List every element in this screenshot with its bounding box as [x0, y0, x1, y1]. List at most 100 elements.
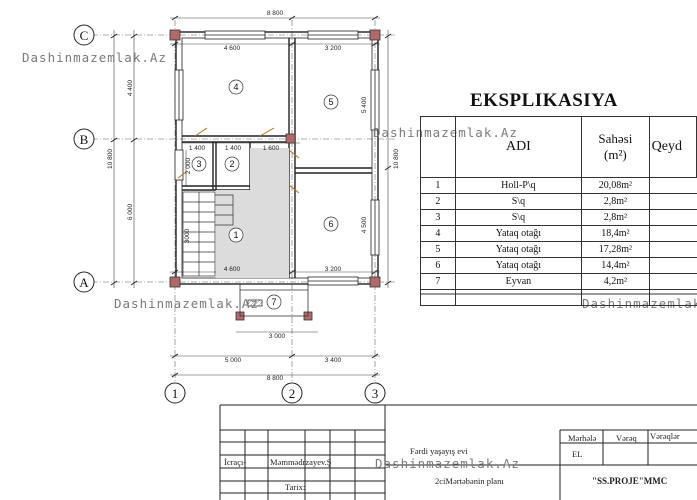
- expl-cell-empty: [648, 289, 697, 306]
- tb-executor-label: İcraçı-: [224, 457, 247, 467]
- doors: [177, 127, 300, 194]
- watermark-3: Dashinmazemlak.Az: [114, 296, 259, 311]
- windows: [174, 30, 380, 286]
- expl-cell-no: 2: [420, 193, 456, 210]
- staircase: [182, 191, 234, 277]
- tb-date-label: Tarix:: [285, 482, 306, 492]
- expl-cell-name: S\q: [454, 209, 583, 226]
- expl-header-name: ADI: [454, 116, 583, 178]
- room-tag-4: 4: [233, 82, 238, 92]
- dim-left-lower: 6 000: [127, 203, 134, 220]
- dim-bottom-left: 5 000: [225, 357, 242, 364]
- dim-left-total: 10 800: [107, 149, 114, 169]
- dim-mid-left: 4 600: [224, 266, 241, 273]
- explication-title: EKSPLIKASIYA: [470, 90, 618, 111]
- expl-header-area: Sahəsi (m²): [581, 116, 650, 178]
- dim-top-right: 3 200: [325, 45, 342, 52]
- expl-cell-empty: [581, 289, 650, 306]
- tb-project: Fərdi yaşayış evi: [410, 446, 468, 456]
- expl-header-no: [420, 116, 456, 178]
- expl-cell-area: 2,8m²: [581, 209, 650, 226]
- axis-label-a: A: [79, 275, 89, 290]
- dim-top-left: 4 600: [224, 45, 241, 52]
- dim-right-total: 10 800: [393, 149, 400, 169]
- watermark-5: Dashinmazemlak.Az: [375, 456, 520, 471]
- dim-bottom-total: 8 800: [267, 375, 284, 382]
- expl-cell-area: 2,8m²: [581, 193, 650, 210]
- tb-executor-name: Məmmədrzayev.Ş: [270, 457, 332, 467]
- tb-sheets-label: Vərəqlər: [650, 431, 680, 441]
- dim-small-vert: 2 000: [185, 157, 192, 174]
- dim-mid-right: 3 200: [325, 266, 342, 273]
- room-tag-2: 2: [229, 159, 234, 169]
- expl-cell-area: 14,4m²: [581, 257, 650, 274]
- expl-cell-name: Eyvan: [454, 273, 583, 290]
- axis-bubble-1: [164, 382, 186, 404]
- tb-company: "SS.PROJE"MMC: [592, 476, 668, 486]
- axis-label-c: C: [80, 28, 89, 43]
- expl-header-qty: Qeyd: [648, 116, 697, 178]
- dim-small-mid: 1 400: [225, 145, 242, 152]
- dim-right-upper: 5 400: [361, 96, 368, 113]
- dimension-ticks: [110, 15, 392, 378]
- expl-cell-name: Yataq otağı: [454, 241, 583, 258]
- balcony: [239, 283, 309, 317]
- expl-cell-name: S\q: [454, 193, 583, 210]
- expl-cell-no: 1: [420, 177, 456, 194]
- axis-bubble-a: [73, 271, 95, 293]
- axis-bubble-b: [73, 128, 95, 150]
- expl-cell-no: 5: [420, 241, 456, 258]
- expl-header-area-unit: (m²): [604, 147, 627, 162]
- title-block-frame: [219, 404, 697, 500]
- dim-porch: 3 000: [269, 333, 286, 340]
- room-tag-6: 6: [328, 219, 333, 229]
- expl-header-area-top: Sahəsi: [598, 131, 633, 146]
- expl-cell-empty: [420, 289, 456, 306]
- expl-cell-name: Holl-P\q: [454, 177, 583, 194]
- expl-cell-qty: [648, 177, 697, 194]
- axis-bubbles: [73, 24, 386, 404]
- dim-small-right: 1 600: [263, 145, 280, 152]
- axis-label-2: 2: [289, 386, 296, 401]
- expl-cell-name: Yataq otağı: [454, 257, 583, 274]
- expl-cell-qty: [648, 193, 697, 210]
- room-tag-5: 5: [328, 97, 333, 107]
- expl-cell-area: 20,08m²: [581, 177, 650, 194]
- expl-cell-no: 3: [420, 209, 456, 226]
- room-tags: [191, 79, 339, 310]
- expl-cell-no: 4: [420, 225, 456, 242]
- axis-label-b: B: [80, 132, 89, 147]
- tb-stage-value: EL: [572, 449, 583, 459]
- hall-shading: [216, 190, 289, 278]
- title-block: Fərdi yaşayış evi 2ciMərtəbənin planı Mə…: [220, 405, 697, 500]
- tb-sheet-label: Vərəq: [616, 433, 637, 443]
- expl-cell-area: 4,2m²: [581, 273, 650, 290]
- dim-right-lower: 4 500: [361, 216, 368, 233]
- room-tag-3: 3: [196, 159, 201, 169]
- dim-stair-vert: 3000: [184, 228, 191, 243]
- tb-stage-label: Mərhələ: [568, 433, 597, 443]
- axis-bubble-2: [281, 382, 303, 404]
- axis-bubble-3: [364, 382, 386, 404]
- expl-cell-qty: [648, 257, 697, 274]
- expl-cell-no: 6: [420, 257, 456, 274]
- axis-bubble-c: [73, 24, 95, 46]
- dim-top-total: 8 800: [267, 10, 284, 17]
- dim-small-left: 1 400: [189, 145, 206, 152]
- room-tag-7: 7: [271, 297, 276, 307]
- dim-left-upper: 4 400: [127, 79, 134, 96]
- table-row: [420, 289, 697, 306]
- expl-cell-qty: [648, 225, 697, 242]
- dim-bottom-right: 3 400: [325, 357, 342, 364]
- expl-cell-qty: [648, 209, 697, 226]
- room-tag-1: 1: [233, 230, 238, 240]
- hall-shading-upper: [250, 148, 289, 190]
